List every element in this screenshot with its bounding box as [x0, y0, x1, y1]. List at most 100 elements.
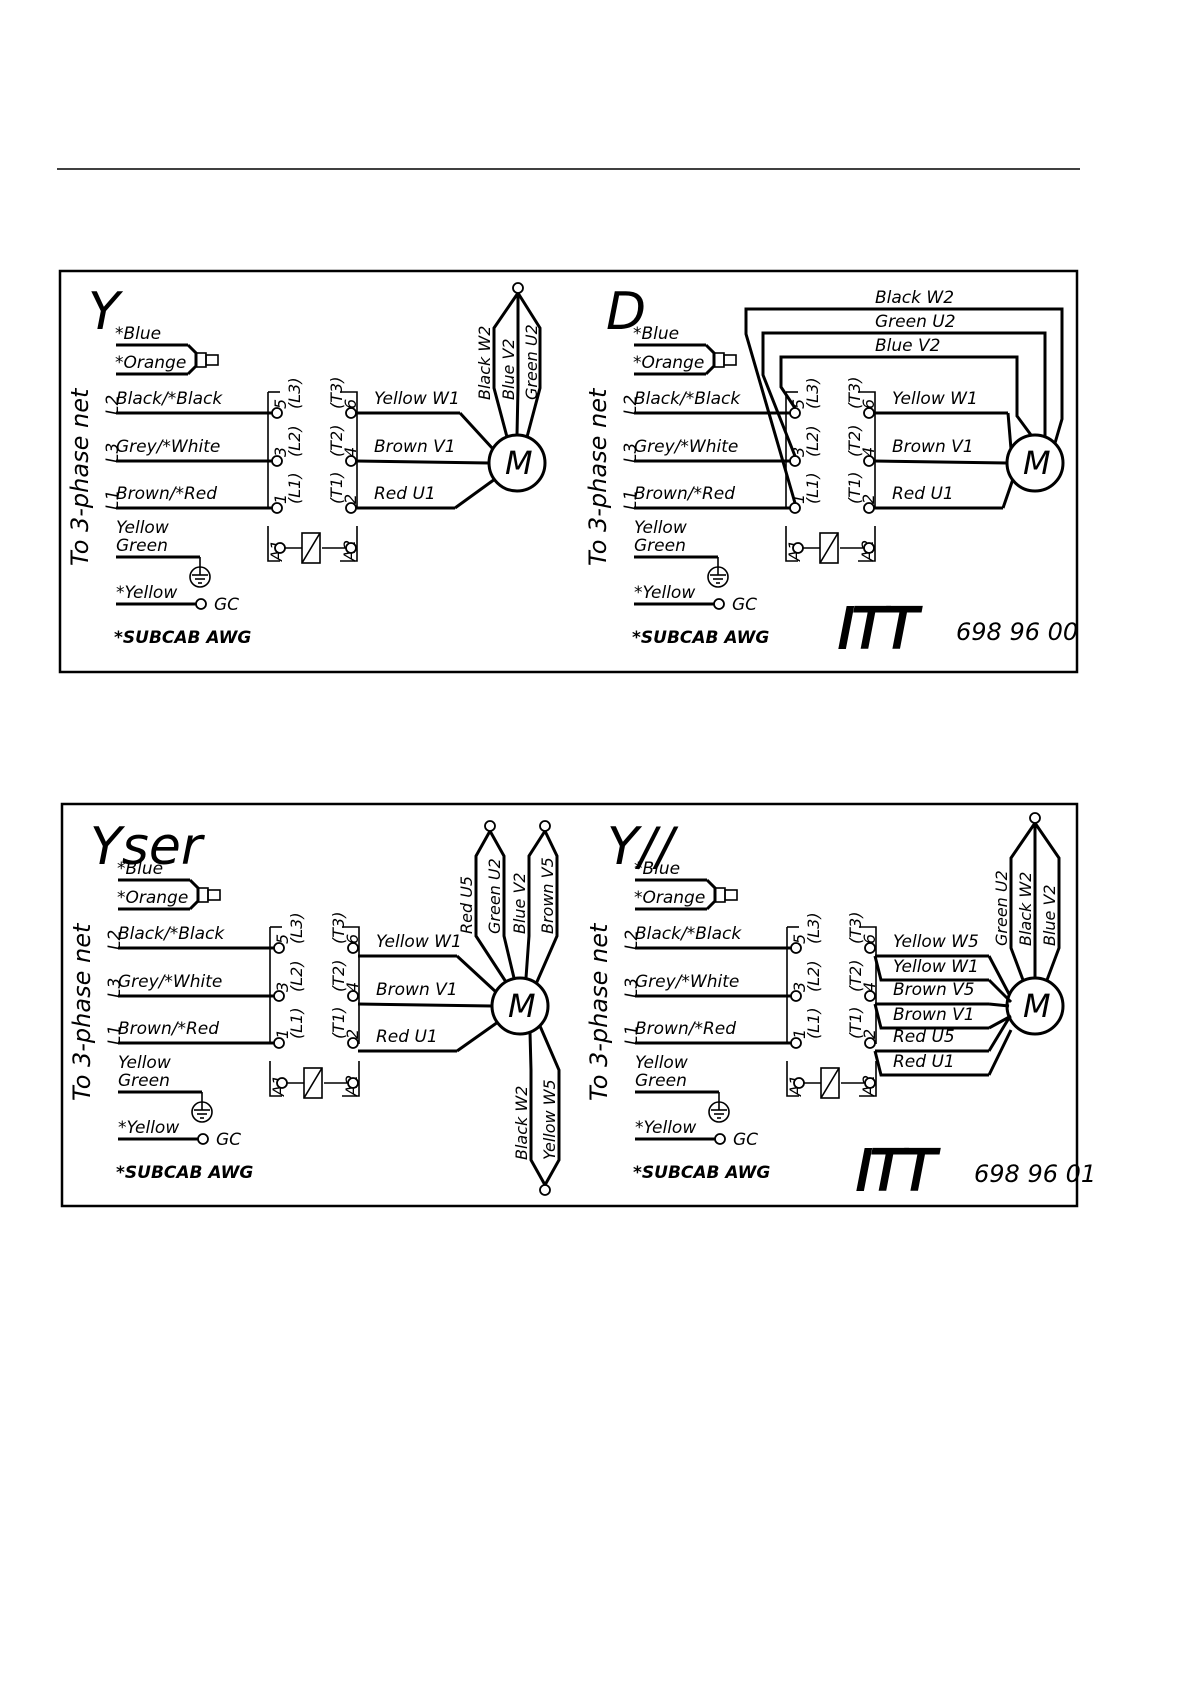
- sensor-plug-body: [704, 343, 716, 376]
- motor-label: M: [1023, 444, 1051, 482]
- motor-wire-a-b: [987, 955, 1011, 995]
- motor-wire-v1: [873, 459, 1008, 465]
- t-terminal-label: (T3): [845, 377, 864, 409]
- l-terminal-label: (L3): [285, 377, 304, 409]
- line-terminal: [273, 1037, 285, 1049]
- gc-label: GC: [733, 1130, 758, 1150]
- out-terminal: [863, 502, 875, 514]
- line-terminal: [271, 502, 283, 514]
- motor-wire-label: Yellow W1: [892, 389, 978, 409]
- v-pair-label: Blue V2: [510, 872, 529, 934]
- line-terminal: [273, 942, 285, 954]
- motor-wire-b: [873, 1050, 989, 1077]
- out-terminal-number: 2: [341, 494, 360, 504]
- out-terminal-number: 6: [859, 399, 878, 409]
- line-wire-label: Black/*Black: [118, 924, 225, 944]
- phase-label: L3: [105, 978, 125, 998]
- gc-wire-label: *Yellow: [116, 583, 177, 603]
- motor-wire-label: Brown V1: [374, 437, 456, 457]
- ground-yellow-label: Yellow: [635, 1053, 688, 1073]
- star-wire-v2: [1033, 822, 1061, 981]
- coil-bracket-left: [267, 526, 280, 562]
- v2-wire: [524, 830, 547, 979]
- diagram-title: Y: [88, 282, 124, 342]
- terminal-number: 1: [789, 494, 808, 504]
- star-wire-u2: [1009, 822, 1037, 981]
- coil-bracket-right: [340, 526, 358, 562]
- terminal-number: 3: [790, 982, 809, 992]
- relay-coil: [303, 1067, 323, 1099]
- gc-terminal: [197, 1133, 209, 1145]
- l-terminal-label: (L2): [287, 960, 306, 992]
- terminal-number: 5: [789, 399, 808, 409]
- coil-bracket-right: [859, 1061, 877, 1097]
- gc-terminal: [195, 598, 207, 610]
- subcab-awg-note: *SUBCAB AWG: [114, 628, 251, 648]
- motor-wire-a-b: [987, 1017, 1011, 1052]
- star-wire-label: Black W2: [475, 326, 494, 400]
- delta-wire-label: Black W2: [875, 288, 954, 308]
- t-terminal-label: (T1): [327, 472, 346, 504]
- motor-wire-v1: [355, 459, 490, 465]
- t-terminal-label: (T3): [846, 912, 865, 944]
- w-pair-terminal: [539, 1184, 551, 1196]
- t-terminal-label: (T2): [329, 960, 348, 992]
- gc-wire-label: *Yellow: [634, 583, 695, 603]
- line-wire-label: Grey/*White: [635, 972, 739, 992]
- phase-label: L3: [103, 443, 123, 463]
- star-wire-u2: [516, 292, 542, 438]
- t-terminal-label: (T2): [845, 425, 864, 457]
- t-terminal-label: (T3): [327, 377, 346, 409]
- out-terminal-number: 6: [860, 934, 879, 944]
- to-3-phase-net-label: To 3-phase net: [66, 387, 94, 566]
- motor-wire-u1-b: [456, 1020, 499, 1053]
- motor-wire-label: Red U1: [376, 1027, 438, 1047]
- t-terminal-label: (T2): [327, 425, 346, 457]
- gc-label: GC: [214, 595, 239, 615]
- phase-label: L1: [622, 1025, 642, 1045]
- sensor-plug-tip: [723, 354, 737, 366]
- motor-label: M: [508, 987, 536, 1025]
- terminal-bracket-right: [858, 391, 876, 509]
- out-terminal: [345, 407, 357, 419]
- phase-label: L2: [622, 930, 642, 950]
- out-terminal: [864, 990, 876, 1002]
- relay-coil-slash: [820, 1067, 840, 1099]
- terminal-number: 3: [789, 447, 808, 457]
- t-terminal-label: (T3): [329, 912, 348, 944]
- w-pair-label: Black W2: [512, 1086, 531, 1160]
- part-number: 698 96 00: [956, 618, 1078, 646]
- w5-wire: [538, 1025, 561, 1186]
- motor-wire-label: Brown V1: [893, 1005, 975, 1025]
- gc-terminal: [714, 1133, 726, 1145]
- l-terminal-label: (L1): [804, 1007, 823, 1039]
- star-point-terminal: [512, 282, 524, 294]
- sensor-orange-label: *Orange: [633, 353, 704, 373]
- u2-wire: [488, 830, 516, 979]
- motor-wire-b-b: [987, 978, 1013, 1004]
- v-pair-terminal: [539, 820, 551, 832]
- gc-label: GC: [216, 1130, 241, 1150]
- sensor-blue-label: *Blue: [115, 324, 161, 344]
- out-terminal-number: 4: [860, 982, 879, 992]
- sensor-orange-label: *Orange: [117, 888, 188, 908]
- star-wire-w2: [492, 292, 520, 438]
- relay-coil: [820, 1067, 840, 1099]
- sensor-plug-body: [188, 878, 200, 911]
- sensor-plug-body: [705, 878, 717, 911]
- line-wire-label: Brown/*Red: [116, 484, 217, 504]
- out-terminal-number: 4: [859, 447, 878, 457]
- sensor-blue-label: *Blue: [634, 859, 680, 879]
- out-terminal-number: 2: [859, 494, 878, 504]
- u5-wire: [474, 830, 508, 983]
- out-terminal: [347, 1037, 359, 1049]
- coil-a1-terminal: [793, 1077, 805, 1089]
- out-terminal-number: 2: [343, 1029, 362, 1039]
- coil-bracket-left: [269, 1061, 282, 1097]
- line-terminal: [790, 990, 802, 1002]
- line-terminal: [273, 990, 285, 1002]
- relay-coil: [301, 532, 321, 564]
- gc-wire-label: *Yellow: [635, 1118, 696, 1138]
- to-3-phase-net-label: To 3-phase net: [584, 387, 612, 566]
